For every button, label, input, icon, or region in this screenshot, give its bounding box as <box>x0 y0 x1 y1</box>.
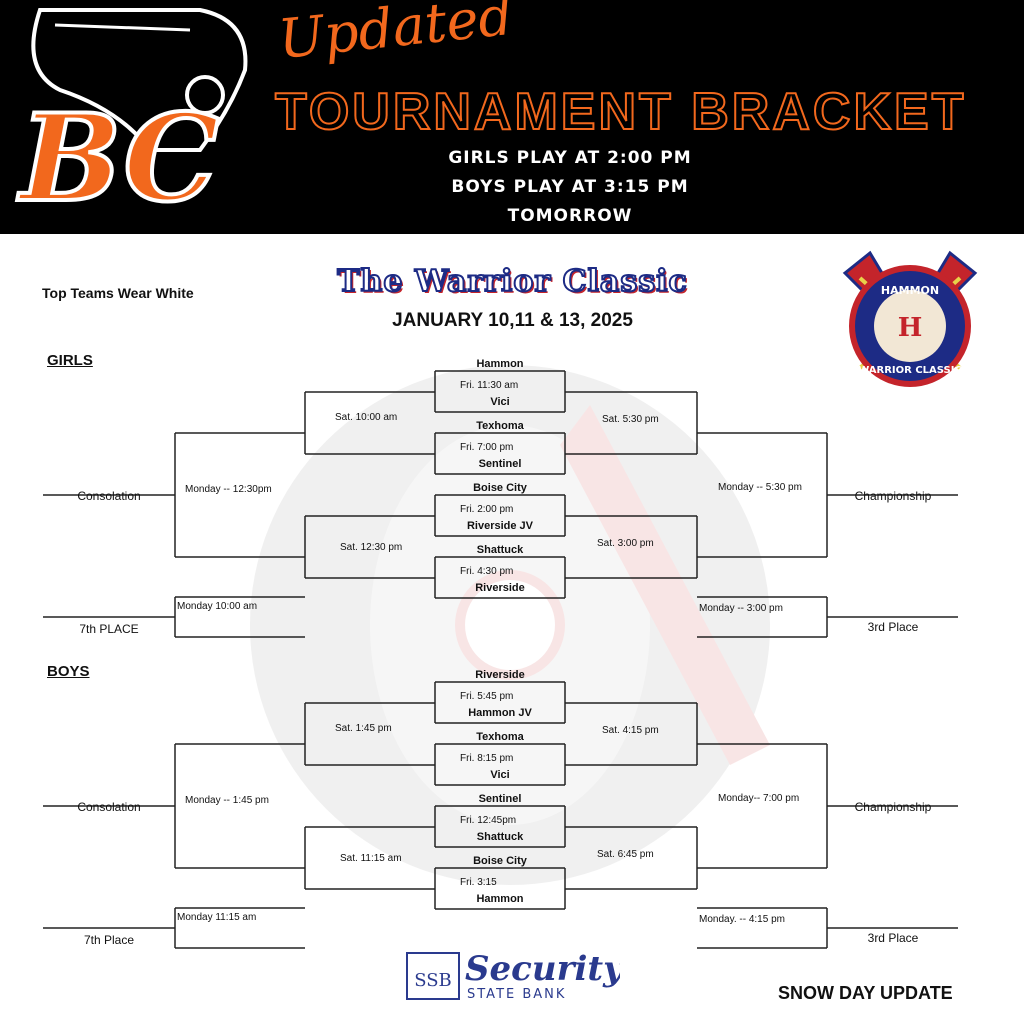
team-name: Sentinel <box>478 458 522 470</box>
semifinal-left-time: Sat. 10:00 am <box>335 412 398 423</box>
championship-label: Championship <box>854 800 932 814</box>
final-left-time: Monday -- 1:45 pm <box>185 795 269 806</box>
seventh-place-time: Monday 11:15 am <box>177 912 257 923</box>
first-round-time: Fri. 8:15 pm <box>460 753 514 764</box>
semifinal-right-time: Sat. 4:15 pm <box>602 725 659 736</box>
boys-heading: BOYS <box>47 663 90 680</box>
team-name: Boise City <box>473 482 527 494</box>
consolation-label: Consolation <box>77 800 141 814</box>
snow-day-update: SNOW DAY UPDATE <box>778 983 953 1003</box>
semifinal-right-time: Sat. 3:00 pm <box>597 538 654 549</box>
final-left-time: Monday -- 12:30pm <box>185 484 272 495</box>
security-state-bank-logo: SSB Security STATE BANK <box>406 949 620 1002</box>
sponsor-name: Security <box>465 949 620 989</box>
seventh-place-label: 7th Place <box>83 933 135 947</box>
boys-time-line: BOYS PLAY AT 3:15 PM <box>451 177 689 197</box>
semifinal-left-time: Sat. 1:45 pm <box>335 723 392 734</box>
team-name: Shattuck <box>476 544 524 556</box>
seventh-place-label: 7th PLACE <box>79 622 139 636</box>
semifinal-left-time: Sat. 11:15 am <box>340 853 402 864</box>
consolation-label: Consolation <box>77 489 141 503</box>
warrior-classic-logo-text: WARRIOR CLASSIC <box>858 365 962 376</box>
girls-heading: GIRLS <box>47 352 93 369</box>
team-name: Riverside <box>475 669 525 681</box>
first-round-time: Fri. 2:00 pm <box>460 504 514 515</box>
top-teams-note: Top Teams Wear White <box>42 285 194 301</box>
hammon-logo-letter: H <box>898 313 923 343</box>
semifinal-right-time: Sat. 5:30 pm <box>602 414 659 425</box>
third-place-label: 3rd Place <box>867 931 919 945</box>
seventh-place-time: Monday 10:00 am <box>177 601 258 612</box>
team-name: Riverside <box>475 582 525 594</box>
team-name: Shattuck <box>476 831 524 843</box>
team-name: Vici <box>490 396 510 408</box>
final-right-time: Monday -- 5:30 pm <box>718 482 802 493</box>
team-name: Hammon <box>476 358 524 370</box>
hammon-logo-text: HAMMON <box>881 284 939 297</box>
bc-panther-logo: BC <box>15 8 248 231</box>
sponsor-sub: STATE BANK <box>467 987 566 1002</box>
team-name: Hammon <box>476 893 524 905</box>
ssb-monogram: SSB <box>414 970 452 991</box>
first-round-time: Fri. 12:45pm <box>460 815 517 826</box>
third-place-label: 3rd Place <box>867 620 919 634</box>
third-place-time: Monday. -- 4:15 pm <box>699 914 785 925</box>
event-dates: JANUARY 10,11 & 13, 2025 <box>392 310 633 331</box>
team-name: Hammon JV <box>468 707 532 719</box>
first-round-time: Fri. 11:30 am <box>460 380 519 391</box>
bc-logo-letters: BC <box>17 88 219 229</box>
hammon-warrior-classic-logo: HAMMON WARRIOR CLASSIC H <box>842 250 978 387</box>
semifinal-left-time: Sat. 12:30 pm <box>340 542 403 553</box>
team-name: Riverside JV <box>466 520 534 532</box>
semifinal-right-time: Sat. 6:45 pm <box>597 849 654 860</box>
team-name: Texhoma <box>476 420 524 432</box>
first-round-time: Fri. 4:30 pm <box>460 566 514 577</box>
team-name: Sentinel <box>478 793 522 805</box>
first-round-time: Fri. 5:45 pm <box>460 691 514 702</box>
first-round-time: Fri. 3:15 <box>460 877 497 888</box>
tomorrow-line: TOMORROW <box>507 206 633 226</box>
chief-watermark-image <box>250 365 770 885</box>
team-name: Boise City <box>473 855 527 867</box>
third-place-time: Monday -- 3:00 pm <box>699 603 783 614</box>
girls-time-line: GIRLS PLAY AT 2:00 PM <box>448 148 692 168</box>
event-title: The Warrior Classic <box>336 263 688 300</box>
championship-label: Championship <box>854 489 932 503</box>
team-name: Texhoma <box>476 731 524 743</box>
final-right-time: Monday-- 7:00 pm <box>718 793 800 804</box>
first-round-time: Fri. 7:00 pm <box>460 442 514 453</box>
team-name: Vici <box>490 769 510 781</box>
tournament-bracket-title: TOURNAMENT BRACKET <box>274 82 967 142</box>
